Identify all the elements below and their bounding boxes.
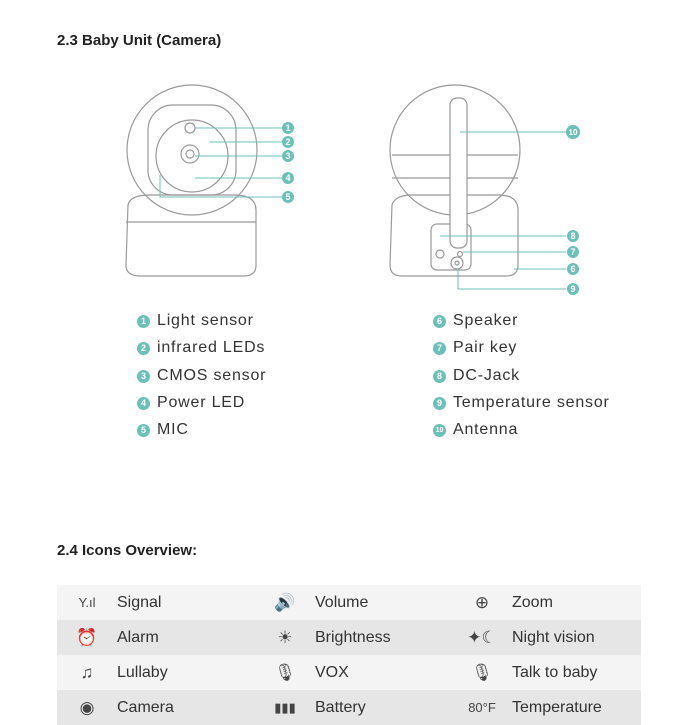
table-row: ⏰ Alarm ☀ Brightness ✦☾ Night vision: [57, 620, 641, 655]
icon-label: Brightness: [315, 628, 391, 646]
legend-label: Antenna: [453, 421, 519, 438]
callout-2: 2: [285, 137, 290, 147]
legend-label: Power LED: [157, 394, 246, 411]
callout-lines: [159, 127, 566, 290]
callout-3: 3: [285, 151, 290, 161]
legend-item: 8 DC-Jack: [433, 367, 520, 385]
legend-number: 7: [433, 341, 446, 355]
brightness-icon: ☀: [277, 627, 293, 647]
legend-item: 5 MIC: [137, 421, 189, 439]
legend-label: infrared LEDs: [157, 339, 266, 356]
callout-1: 1: [285, 123, 290, 133]
callout-9: 9: [570, 284, 575, 294]
legend-item: 7 Pair key: [433, 339, 517, 357]
front-view-diagram: [125, 84, 258, 277]
callout-8: 8: [570, 231, 575, 241]
volume-icon: 🔊: [274, 592, 296, 612]
legend-number: 4: [137, 396, 150, 410]
legend-item: 4 Power LED: [137, 394, 245, 412]
section-title-icons: 2.4 Icons Overview:: [57, 542, 198, 559]
signal-icon: Y.ıl: [78, 595, 96, 610]
table-row: Y.ıl Signal 🔊 Volume ⊕ Zoom: [57, 585, 641, 620]
section-title-camera: 2.3 Baby Unit (Camera): [57, 32, 222, 49]
alarm-icon: ⏰: [76, 627, 98, 647]
temperature-icon: 80°F: [468, 700, 496, 715]
legend-number: 2: [137, 341, 150, 355]
icon-label: Zoom: [512, 593, 553, 611]
legend-number: 8: [433, 369, 446, 383]
icon-label: Lullaby: [117, 663, 168, 681]
legend-label: DC-Jack: [453, 367, 520, 384]
callout-10: 10: [569, 128, 578, 137]
legend-label: CMOS sensor: [157, 367, 267, 384]
legend-number: 1: [137, 314, 150, 328]
legend-label: Temperature sensor: [453, 394, 610, 411]
icon-label: Battery: [315, 698, 366, 716]
legend-number: 9: [433, 396, 446, 410]
callout-4: 4: [285, 173, 290, 183]
zoom-icon: ⊕: [474, 592, 490, 612]
table-row: ♫ Lullaby 🎙 VOX 🎙 Talk to baby: [57, 655, 641, 690]
icon-label: Alarm: [117, 628, 159, 646]
legend-label: Speaker: [453, 312, 519, 329]
table-row: ◉ Camera ▮▮▮ Battery 80°F Temperature: [57, 690, 641, 725]
callout-7: 7: [570, 247, 575, 257]
legend-label: MIC: [157, 421, 189, 438]
night-vision-icon: ✦☾: [467, 627, 497, 647]
callout-markers: [282, 122, 580, 295]
icon-label: Signal: [117, 593, 162, 611]
camera-diagrams: 1 2 3 4 5 10 8 7 6 9: [125, 84, 580, 295]
callout-6: 6: [570, 264, 575, 274]
icons-table: Y.ıl Signal 🔊 Volume ⊕ Zoom ⏰ Alarm ☀ Brightn…: [57, 585, 641, 725]
legend-item: 10 Antenna: [433, 421, 518, 439]
back-view-diagram: [389, 84, 521, 277]
legend-item: 9 Temperature sensor: [433, 394, 610, 412]
icon-label: Talk to baby: [512, 663, 598, 681]
legend-number: 5: [137, 423, 150, 437]
legend-label: Pair key: [453, 339, 518, 356]
legend-item: 2 infrared LEDs: [137, 339, 265, 357]
microphone-icon: 🎙: [471, 662, 493, 682]
camera-icon: ◉: [79, 697, 95, 717]
legend-number: 3: [137, 369, 150, 383]
legend-item: 1 Light sensor: [137, 312, 254, 330]
icon-label: Night vision: [512, 628, 595, 646]
icon-label: Camera: [117, 698, 174, 716]
icon-label: VOX: [315, 663, 349, 681]
legend-number: 6: [433, 314, 446, 328]
callout-5: 5: [285, 192, 290, 202]
vox-icon: 🎙: [274, 662, 296, 682]
battery-icon: ▮▮▮: [274, 699, 296, 715]
legend-item: 6 Speaker: [433, 312, 518, 330]
icon-label: Volume: [315, 593, 369, 611]
lullaby-icon: ♫: [80, 662, 94, 682]
legend-number: 10: [433, 423, 446, 437]
icon-label: Temperature: [512, 698, 602, 716]
legend-label: Light sensor: [157, 312, 254, 329]
legend-item: 3 CMOS sensor: [137, 367, 266, 385]
